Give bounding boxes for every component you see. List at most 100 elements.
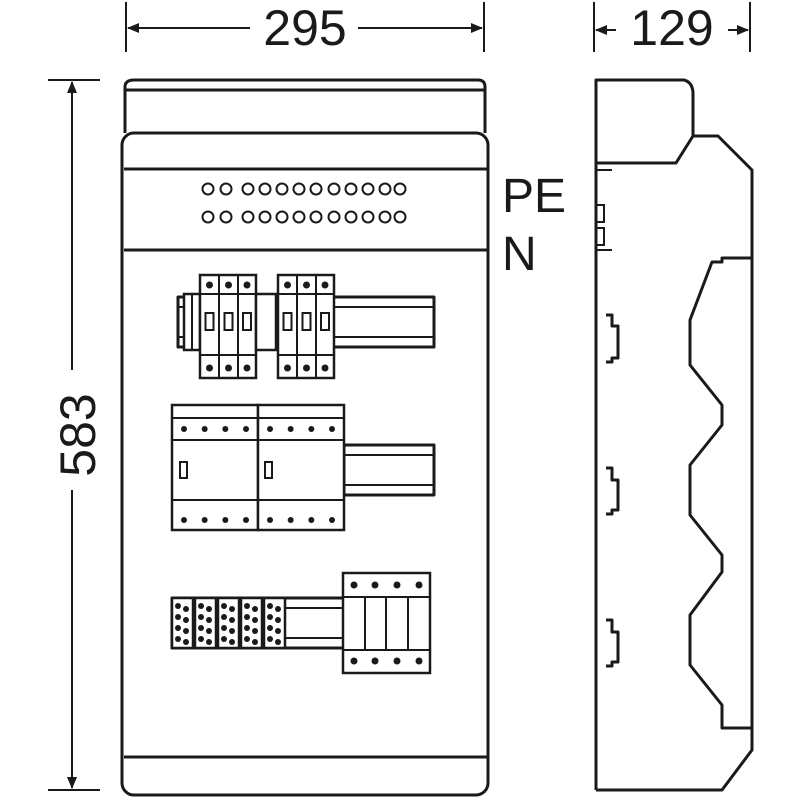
- screw: [284, 281, 291, 289]
- terminal-screw: [275, 639, 281, 645]
- terminal-hole: [344, 210, 358, 224]
- terminal-screw: [275, 617, 281, 623]
- meter-left: [170, 403, 260, 532]
- terminal-hole: [378, 182, 392, 196]
- meter-screw: [222, 517, 229, 523]
- terminal-hole: [275, 182, 289, 196]
- meter-screw: [222, 426, 229, 432]
- terminal-blocks: [170, 596, 287, 650]
- terminal-hole: [219, 210, 233, 224]
- terminal-screw: [252, 606, 258, 612]
- meter-screw: [267, 517, 273, 523]
- terminal-screw: [275, 628, 281, 634]
- meter-screw: [308, 517, 315, 523]
- breaker-toggle: [223, 312, 234, 331]
- device-screw: [371, 657, 379, 665]
- screw: [321, 364, 329, 372]
- terminal-hole: [378, 210, 392, 224]
- terminal-screw: [183, 606, 189, 612]
- pe-label: PE: [502, 170, 566, 223]
- terminal-screw: [175, 625, 181, 631]
- meter-screw: [243, 517, 249, 523]
- screw: [225, 364, 232, 372]
- breaker-toggle: [204, 312, 215, 331]
- breaker-group-left: [182, 273, 278, 380]
- terminal-hole: [258, 210, 272, 224]
- terminal-screw: [206, 639, 212, 645]
- terminal-screw: [244, 625, 250, 631]
- terminal-screw: [183, 639, 189, 645]
- terminal-hole: [241, 182, 255, 196]
- screw: [303, 364, 310, 372]
- terminal-screw: [221, 636, 227, 642]
- terminal-hole: [275, 210, 289, 224]
- terminal-strip-pe: [201, 182, 407, 196]
- meter-screw: [243, 426, 249, 432]
- terminal-screw: [267, 636, 273, 642]
- screw: [284, 364, 291, 372]
- terminal-screw: [183, 617, 189, 623]
- terminal-screw: [244, 614, 250, 620]
- breaker-toggle: [242, 312, 252, 331]
- device-screw: [393, 657, 401, 665]
- screw: [321, 281, 329, 289]
- terminal-hole: [292, 182, 306, 196]
- depth-dimension: 129: [593, 0, 751, 56]
- din-rail-2: [342, 443, 436, 497]
- screw: [206, 281, 213, 289]
- terminal-hole: [258, 182, 272, 196]
- terminal-screw: [206, 628, 212, 634]
- terminal-hole: [219, 182, 233, 196]
- breaker-toggle: [282, 312, 293, 331]
- terminal-screw: [198, 614, 204, 620]
- width-label: 295: [263, 0, 346, 56]
- breaker-toggle: [301, 312, 312, 331]
- screw: [206, 364, 213, 372]
- height-dimension: 583: [48, 79, 106, 791]
- terminal-screw: [229, 606, 235, 612]
- terminal-screw: [267, 614, 273, 620]
- meter-screw: [329, 517, 335, 523]
- meter-screw: [308, 426, 315, 432]
- meter-screw: [201, 426, 208, 432]
- screw: [303, 281, 310, 289]
- terminal-screw: [229, 628, 235, 634]
- meter-screw: [287, 517, 294, 523]
- terminal-screw: [267, 625, 273, 631]
- terminal-screw: [198, 625, 204, 631]
- surge-device: [341, 571, 432, 675]
- width-dimension: 295: [125, 0, 485, 56]
- terminal-screw: [198, 603, 204, 609]
- terminal-screw: [221, 614, 227, 620]
- screw: [243, 364, 251, 372]
- device-screw: [393, 581, 401, 589]
- terminal-screw: [244, 636, 250, 642]
- meter-screw: [181, 426, 187, 432]
- meter-screw: [267, 426, 273, 432]
- terminal-screw: [175, 614, 181, 620]
- terminal-screw: [244, 603, 250, 609]
- terminal-screw: [198, 636, 204, 642]
- terminal-hole: [344, 182, 358, 196]
- terminal-screw: [206, 617, 212, 623]
- breaker-toggle: [320, 312, 330, 331]
- terminal-hole: [361, 210, 375, 224]
- terminal-hole: [309, 210, 323, 224]
- side-view: [594, 78, 754, 792]
- terminal-strip-n: [201, 210, 407, 224]
- terminal-screw: [252, 617, 258, 623]
- screw: [243, 281, 251, 289]
- meter-screw: [329, 426, 335, 432]
- meter-screw: [201, 517, 208, 523]
- terminal-hole: [201, 182, 215, 196]
- terminal-screw: [229, 617, 235, 623]
- depth-label: 129: [630, 0, 713, 56]
- screw: [225, 281, 232, 289]
- device-screw: [350, 657, 358, 665]
- breaker-group-right: [276, 273, 336, 380]
- terminal-screw: [221, 603, 227, 609]
- device-screw: [371, 581, 379, 589]
- terminal-hole: [327, 210, 341, 224]
- terminal-screw: [175, 636, 181, 642]
- device-screw: [415, 657, 423, 665]
